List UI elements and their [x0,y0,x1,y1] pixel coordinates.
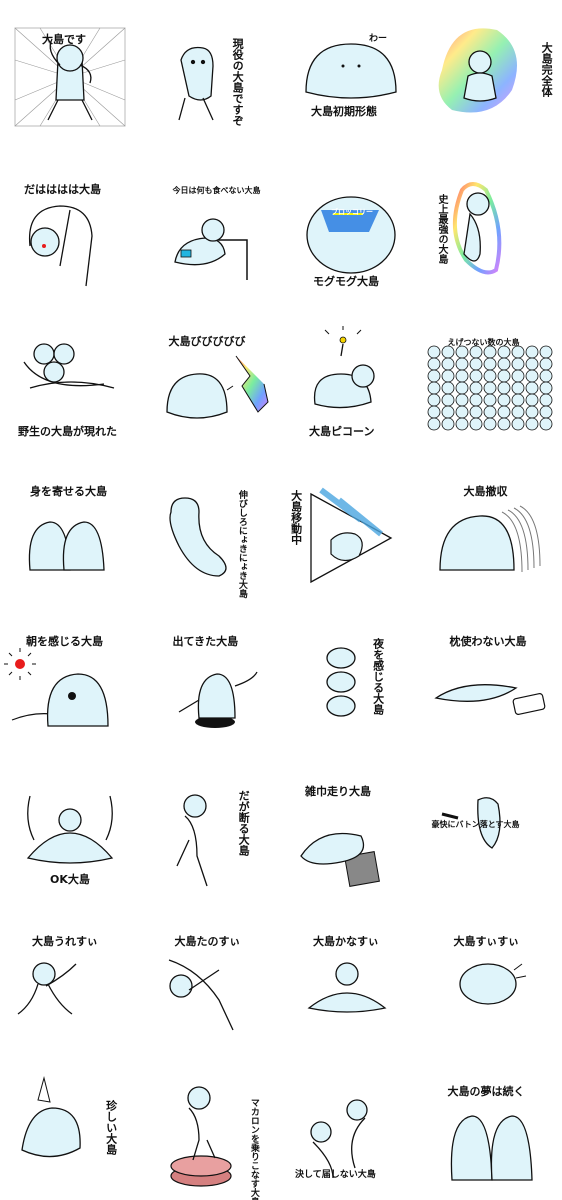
sticker-30[interactable]: マカロンを乗りこなす大島 [141,1050,282,1200]
sticker-caption: 出てきた大島 [172,635,239,648]
sticker-caption: 身を寄せる大島 [30,485,107,498]
sticker-caption: だが断る大島 [237,790,251,856]
sticker-10[interactable]: 大島びびびびび [141,300,282,450]
sticker-12[interactable]: えげつない数の大島 [422,300,562,450]
sticker-28[interactable]: 大島すぃすぃ [422,900,562,1050]
sticker-extra: わー [369,34,388,44]
sticker-18[interactable]: 出てきた大島 [141,600,282,750]
sticker-11[interactable]: 大島ピコーン [281,300,422,450]
sticker-caption: 夜を感じる大島 [371,638,385,715]
sticker-8[interactable]: 史上最強の大島 [422,150,562,300]
sticker-27[interactable]: 大島かなすぃ [281,900,422,1050]
sticker-caption: 大島ピコーン [309,425,375,438]
sticker-23[interactable]: 雑巾走り大島 [281,750,422,900]
sticker-caption: 大島完全体 [540,42,554,97]
sticker-caption: 大島かなすぃ [313,935,379,948]
sticker-13[interactable]: 身を寄せる大島 [0,450,141,600]
sticker-20[interactable]: 枕使わない大島 [422,600,562,750]
sticker-caption: だはははは大島 [24,183,101,196]
sticker-17[interactable]: 朝を感じる大島 [0,600,141,750]
sticker-caption: 伸びしろにょきにょき大島 [236,490,247,598]
sticker-caption: 大島の夢は続く [447,1085,525,1098]
sticker-caption: 現役の大島ですぞ [231,38,245,126]
sticker-5[interactable]: だはははは大島 [0,150,141,300]
sticker-3[interactable]: わー 大島初期形態 [281,0,422,150]
sticker-caption: 大島撤収 [463,485,508,498]
sticker-caption: 大島うれすぃ [32,935,98,948]
sticker-26[interactable]: 大島たのすぃ [141,900,282,1050]
sticker-caption: 大島すぃすぃ [453,935,520,948]
sticker-2[interactable]: 現役の大島ですぞ [141,0,282,150]
sticker-4[interactable]: 大島完全体 [422,0,562,150]
sticker-caption: 今日は何も食べない大島 [172,186,261,195]
sticker-caption: 大島びびびびび [168,335,246,348]
sticker-15[interactable]: 大島移動中 [281,450,422,600]
sticker-14[interactable]: 伸びしろにょきにょき大島 [141,450,282,600]
sticker-21[interactable]: OK大島 [0,750,141,900]
sticker-caption: 大島移動中 [289,490,303,545]
sticker-32[interactable]: 大島の夢は続く [422,1050,562,1200]
sticker-caption: 大島たのすぃ [174,935,241,948]
sticker-caption: 野生の大島が現れた [18,425,117,438]
sticker-caption: えげつない数の大島 [447,338,520,347]
sticker-caption: モグモグ大島 [313,275,379,288]
sticker-caption: OK大島 [50,873,90,886]
sticker-1[interactable]: 大島です [0,0,141,150]
sticker-caption: 大島初期形態 [311,105,377,118]
sticker-24[interactable]: 豪快にバトン落とす大島 [422,750,562,900]
sticker-extra: ブロッコリー [331,208,373,216]
sticker-16[interactable]: 大島撤収 [422,450,562,600]
sticker-29[interactable]: 珍しい大島 [0,1050,141,1200]
sticker-caption: マカロンを乗りこなす大島 [248,1098,259,1200]
sticker-caption: 史上最強の大島 [436,194,447,264]
sticker-caption: 枕使わない大島 [449,635,527,648]
sticker-caption: 珍しい大島 [104,1100,118,1155]
sticker-19[interactable]: 夜を感じる大島 [281,600,422,750]
sticker-caption: 豪快にバトン落とす大島 [431,820,520,829]
sticker-9[interactable]: 野生の大島が現れた [0,300,141,450]
sticker-25[interactable]: 大島うれすぃ [0,900,141,1050]
sticker-caption: 朝を感じる大島 [26,635,103,648]
sticker-6[interactable]: 今日は何も食べない大島 [141,150,282,300]
sticker-caption: 大島です [42,33,86,46]
sticker-caption: 決して届しない大島 [295,1170,376,1180]
sticker-7[interactable]: ブロッコリー モグモグ大島 [281,150,422,300]
sticker-22[interactable]: だが断る大島 [141,750,282,900]
sticker-31[interactable]: 決して届しない大島 [281,1050,422,1200]
sticker-caption: 雑巾走り大島 [305,785,371,798]
